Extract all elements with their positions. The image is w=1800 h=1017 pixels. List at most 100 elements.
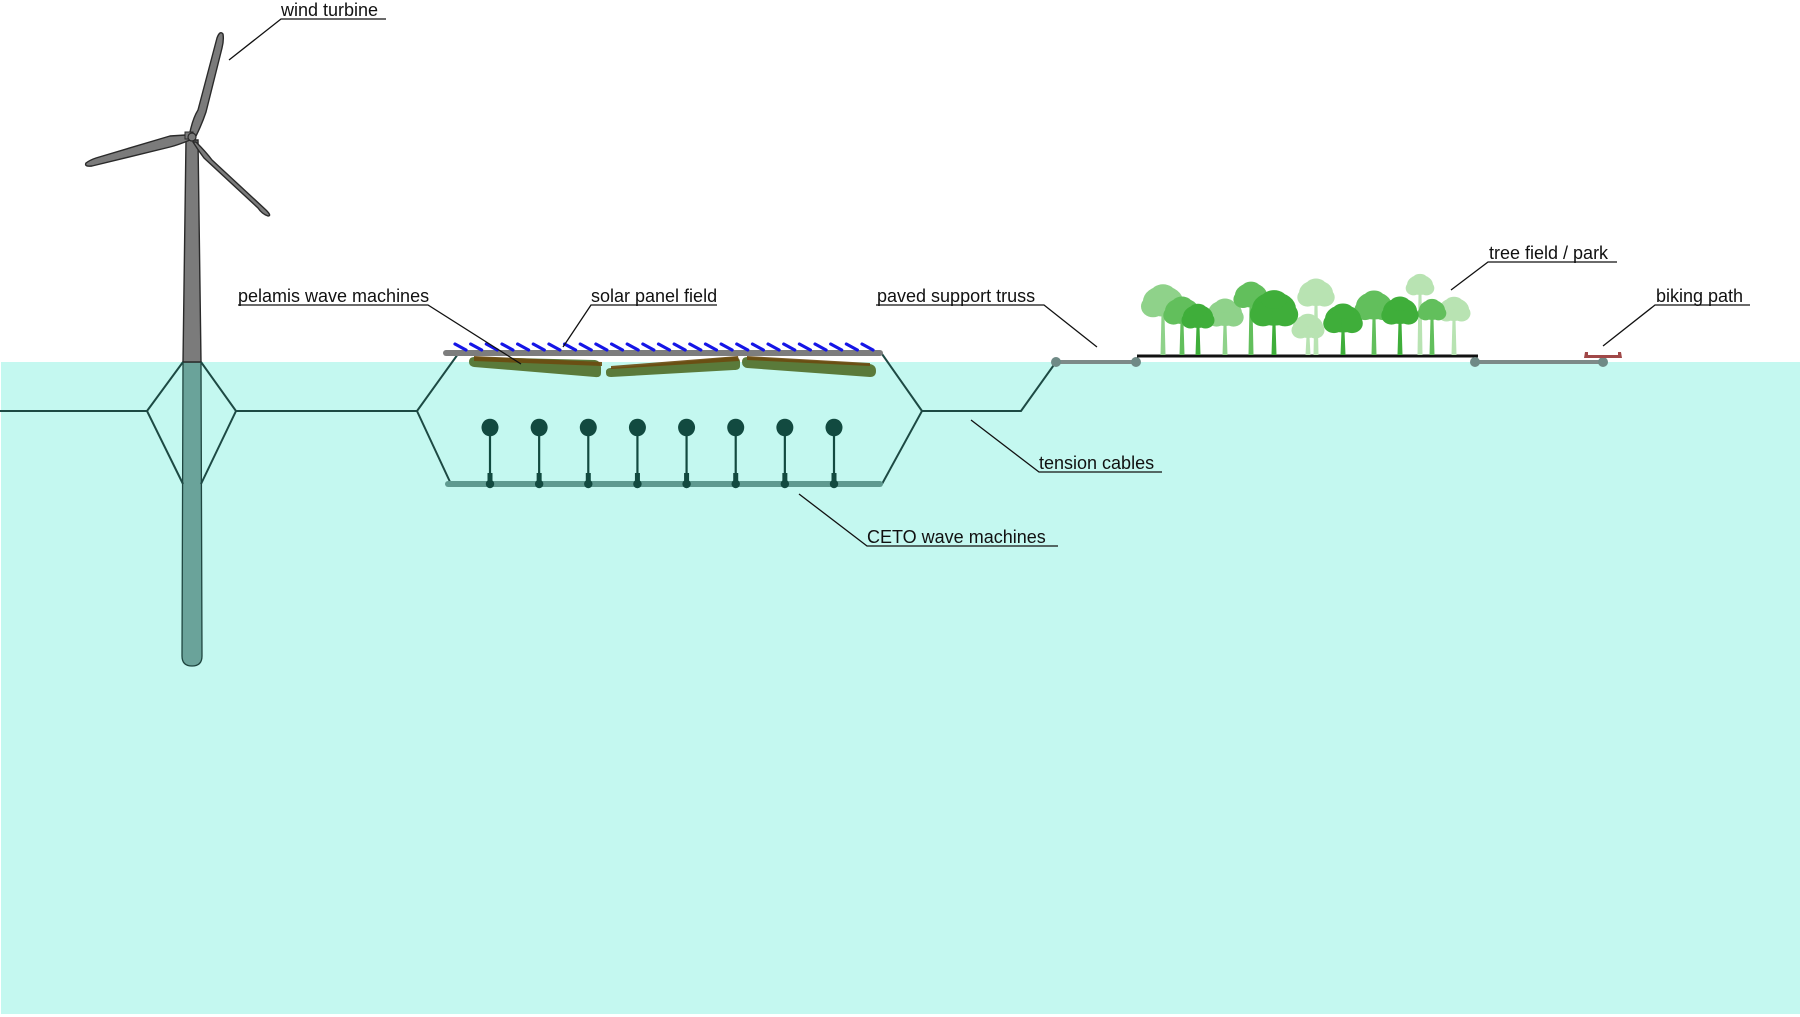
solar-panel bbox=[797, 342, 812, 352]
tension-cable-network bbox=[0, 353, 1057, 485]
tree-canopy bbox=[1189, 303, 1207, 317]
tree-canopy bbox=[1271, 302, 1299, 327]
tree-canopy bbox=[1241, 281, 1261, 296]
tree-trunk bbox=[1160, 314, 1166, 355]
ceto-pump bbox=[487, 473, 493, 481]
ceto-wave-machines bbox=[481, 418, 843, 489]
label-tension: tension cables bbox=[970, 419, 1162, 473]
label-text: pelamis wave machines bbox=[238, 286, 429, 306]
wind-turbine bbox=[84, 31, 271, 667]
tree-canopy bbox=[1332, 303, 1354, 319]
tree bbox=[1417, 298, 1447, 355]
tree-canopy bbox=[1223, 308, 1244, 327]
turbine-anchor-cables bbox=[145, 361, 184, 485]
tree bbox=[1381, 296, 1419, 355]
ceto-buoy bbox=[628, 418, 646, 437]
label-wind-turbine: wind turbine bbox=[228, 0, 386, 61]
tension-cable-to-truss bbox=[922, 361, 1057, 412]
water bbox=[1, 362, 1800, 1014]
ceto-pump bbox=[585, 473, 591, 481]
leader-line bbox=[970, 419, 1162, 473]
ceto-machine bbox=[481, 418, 499, 489]
label-text: biking path bbox=[1656, 286, 1743, 306]
solar-panel bbox=[594, 342, 609, 352]
tree-canopy bbox=[1430, 306, 1447, 321]
solar-panel bbox=[484, 342, 499, 352]
tree-trunk bbox=[1397, 321, 1403, 355]
ceto-anchor bbox=[534, 479, 544, 489]
tree-canopy bbox=[1398, 306, 1419, 325]
solar-panel bbox=[609, 342, 625, 352]
tree bbox=[1405, 273, 1435, 355]
ceto-anchor bbox=[780, 479, 790, 489]
label-text: tree field / park bbox=[1489, 243, 1609, 263]
ceto-pump bbox=[733, 473, 739, 481]
ceto-machine bbox=[776, 418, 794, 489]
solar-panel bbox=[829, 342, 844, 352]
pelamis-wave-machines bbox=[469, 356, 876, 378]
tree-canopy bbox=[1424, 298, 1440, 310]
leader-line bbox=[228, 18, 386, 61]
ceto-anchor bbox=[731, 479, 740, 489]
solar-panel bbox=[641, 342, 656, 352]
label-pelamis: pelamis wave machines bbox=[238, 286, 522, 365]
leader-line bbox=[876, 304, 1098, 348]
turbine-blade-left bbox=[84, 134, 191, 167]
ceto-buoy bbox=[727, 418, 745, 437]
tree-canopy bbox=[1163, 306, 1184, 325]
label-text: wind turbine bbox=[280, 0, 378, 20]
solar-panel bbox=[531, 342, 546, 352]
tree-canopy bbox=[1452, 305, 1471, 322]
tree-canopy bbox=[1363, 290, 1385, 306]
ceto-pump bbox=[831, 473, 837, 481]
tree-canopy bbox=[1249, 302, 1277, 327]
leader-line bbox=[1450, 261, 1617, 291]
ceto-machine bbox=[825, 418, 843, 489]
tree-canopy bbox=[1417, 306, 1434, 321]
tree-canopy bbox=[1405, 281, 1422, 296]
solar-panel bbox=[860, 342, 875, 352]
solar-panel bbox=[562, 342, 578, 352]
truss-node bbox=[1470, 357, 1480, 367]
tree-trunk bbox=[1451, 319, 1457, 355]
ceto-pump bbox=[782, 473, 788, 481]
tree-canopy bbox=[1181, 312, 1200, 329]
tree-canopy bbox=[1306, 322, 1325, 339]
tree-canopy bbox=[1381, 306, 1402, 325]
solar-panel bbox=[500, 342, 515, 352]
tree-trunk bbox=[1222, 323, 1228, 355]
turbine-blade-right bbox=[192, 141, 271, 217]
tree-canopy bbox=[1418, 281, 1435, 296]
turbine-tower bbox=[182, 139, 202, 363]
label-truss: paved support truss bbox=[876, 286, 1098, 348]
tree-canopy bbox=[1171, 296, 1193, 312]
leader-line bbox=[238, 304, 522, 365]
solar-panel bbox=[516, 342, 531, 352]
label-ceto: CETO wave machines bbox=[798, 493, 1058, 547]
solar-panel bbox=[547, 342, 562, 352]
label-park: tree field / park bbox=[1450, 243, 1617, 291]
tree-canopy bbox=[1214, 298, 1236, 314]
tree-canopy bbox=[1445, 296, 1463, 310]
leader-line bbox=[562, 304, 717, 348]
platform-deck bbox=[443, 350, 883, 356]
label-biking: biking path bbox=[1602, 286, 1750, 347]
solar-panel bbox=[688, 342, 703, 352]
tree-trunk bbox=[1195, 326, 1201, 355]
ceto-pump bbox=[536, 473, 542, 481]
ceto-buoy bbox=[530, 418, 548, 437]
solar-panel-field bbox=[453, 342, 875, 352]
solar-panel bbox=[750, 342, 766, 352]
leader-line bbox=[798, 493, 1058, 547]
energy-platform bbox=[443, 342, 883, 489]
tree-trunk bbox=[1371, 317, 1377, 355]
ceto-anchor bbox=[584, 479, 593, 489]
tree bbox=[1181, 303, 1215, 355]
solar-panel bbox=[782, 342, 797, 352]
solar-panel bbox=[672, 342, 687, 352]
tree-canopy bbox=[1323, 313, 1345, 334]
tree-canopy bbox=[1412, 273, 1428, 285]
ceto-buoy bbox=[481, 418, 499, 437]
tree-canopy bbox=[1291, 322, 1310, 339]
turbine-hub bbox=[187, 132, 197, 142]
